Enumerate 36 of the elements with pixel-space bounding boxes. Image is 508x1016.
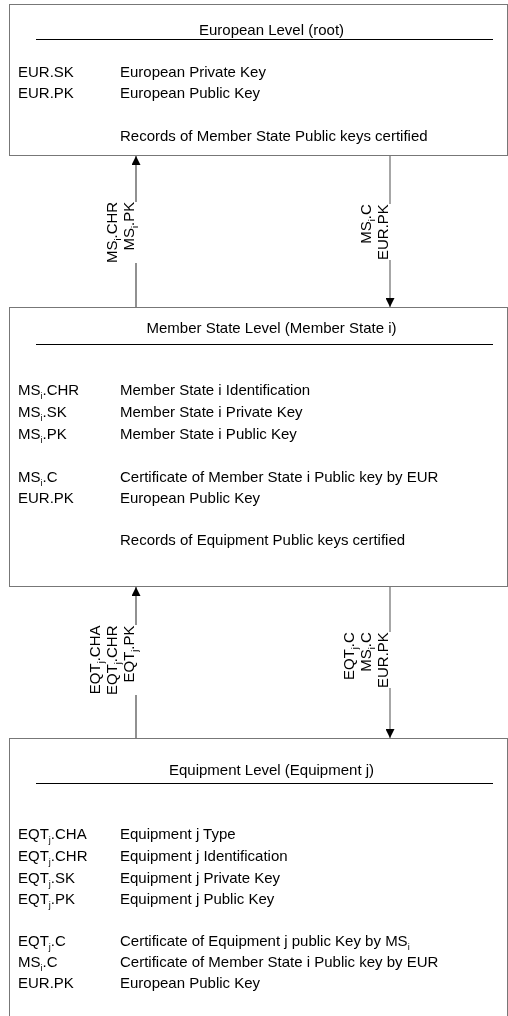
key-description: Equipment j Type [120, 825, 236, 843]
key-description: Equipment j Public Key [120, 890, 275, 908]
key-term: EUR.PK [18, 974, 74, 992]
key-description: European Public Key [120, 974, 261, 992]
key-term: EQT$_{j}$.C [18, 932, 66, 950]
key-description: Member State i Identification [120, 381, 311, 399]
key-description: European Private Key [120, 63, 266, 81]
key-description: Equipment j Private Key [120, 869, 281, 887]
key-description: Member State i Private Key [120, 403, 303, 421]
key-description: Equipment j Identification [120, 847, 288, 865]
key-description: Certificate of Equipment j public Key by MS$_{i}$ [120, 932, 410, 950]
level-box [9, 307, 508, 587]
records-note: Records of Member State Public keys certified [120, 127, 428, 145]
key-term: EQT$_{j}$.CHR [18, 847, 88, 865]
key-term: MS$_{i}$.C [18, 468, 58, 486]
key-term: MS$_{i}$.C [18, 953, 58, 971]
key-description: Certificate of Member State i Public key by EUR [120, 953, 439, 971]
level-heading: European Level (root) [197, 21, 346, 39]
key-description: European Public Key [120, 489, 261, 507]
key-description: Certificate of Member State i Public key by EUR [120, 468, 439, 486]
key-term: EUR.SK [18, 63, 74, 81]
level-box [9, 738, 508, 1016]
key-term: MS$_{i}$.PK [18, 425, 67, 443]
key-term: EQT$_{j}$.SK [18, 869, 76, 887]
key-description: Member State i Public Key [120, 425, 297, 443]
key-term: MS$_{i}$.CHR [18, 381, 80, 399]
key-term: EQT$_{j}$.PK [18, 890, 76, 908]
key-term: EQT$_{j}$.CHA [18, 825, 87, 843]
key-term: EUR.PK [18, 84, 74, 102]
key-term: MS$_{i}$.SK [18, 403, 67, 421]
key-term: EUR.PK [18, 489, 74, 507]
key-description: European Public Key [120, 84, 261, 102]
level-heading: Member State Level (Member State i) [145, 319, 398, 337]
level-box [9, 4, 508, 156]
level-heading: Equipment Level (Equipment j) [167, 761, 376, 779]
records-note: Records of Equipment Public keys certified [120, 531, 406, 549]
